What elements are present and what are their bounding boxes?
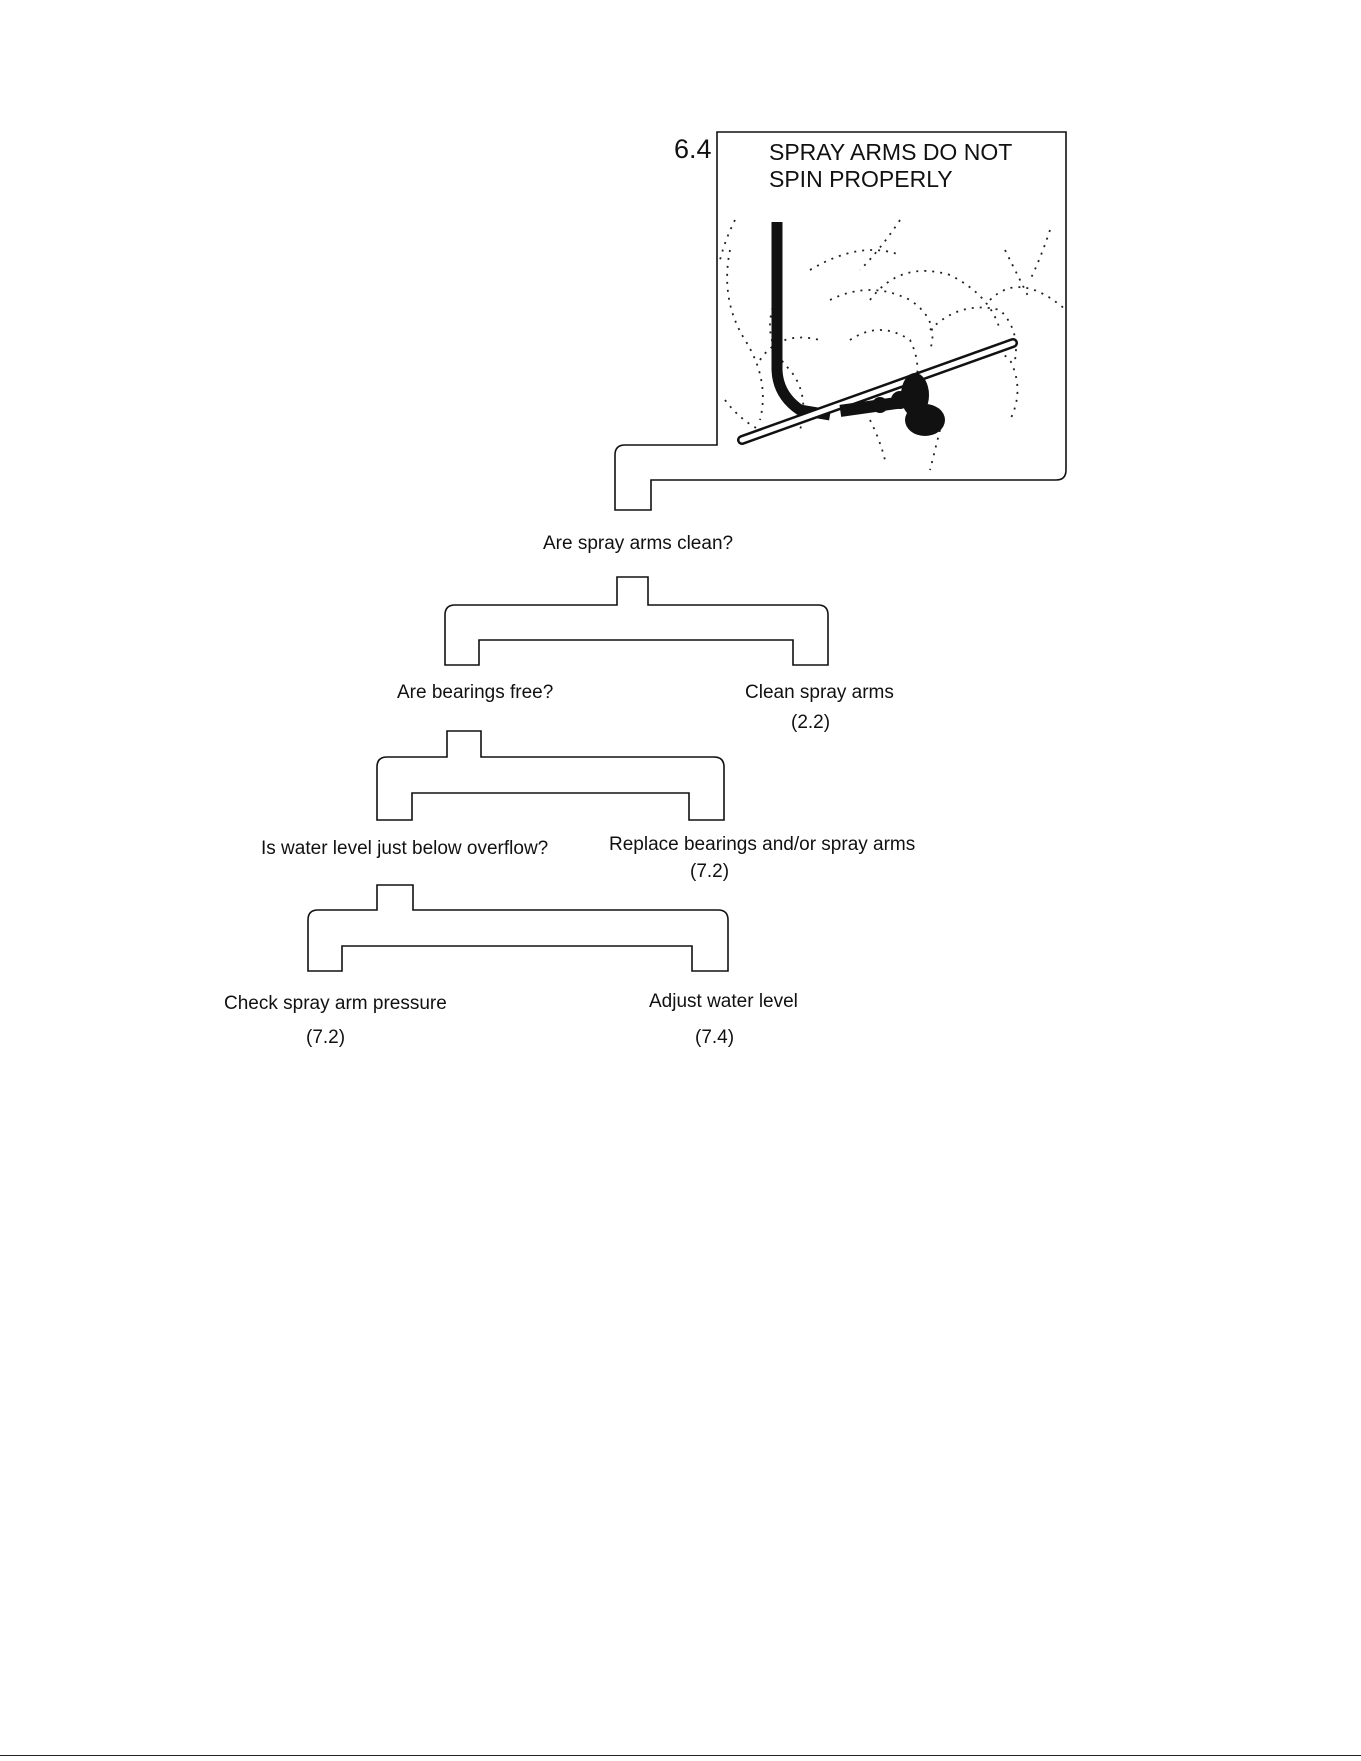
connector-2 (377, 731, 724, 820)
connector-1 (445, 577, 828, 665)
title-line-2: SPIN PROPERLY (769, 166, 953, 193)
action-replace-bearings-ref: (7.2) (690, 861, 729, 883)
action-clean-spray-arms-ref: (2.2) (791, 712, 830, 734)
action-adjust-water-level-ref: (7.4) (695, 1027, 734, 1049)
action-check-spray-arm-pressure: Check spray arm pressure (224, 993, 447, 1015)
title-line-1: SPRAY ARMS DO NOT (769, 139, 1012, 166)
action-check-spray-arm-pressure-ref: (7.2) (306, 1027, 345, 1049)
question-water-level: Is water level just below overflow? (261, 838, 548, 860)
section-number: 6.4 (674, 134, 712, 165)
question-spray-arms-clean: Are spray arms clean? (543, 533, 733, 555)
connector-3 (308, 885, 728, 971)
action-clean-spray-arms: Clean spray arms (745, 682, 894, 704)
action-adjust-water-level: Adjust water level (649, 991, 798, 1013)
action-replace-bearings: Replace bearings and/or spray arms (609, 834, 915, 856)
page-bottom-rule (0, 1755, 1361, 1756)
question-bearings-free: Are bearings free? (397, 682, 553, 704)
spray-arm-illustration (720, 220, 1066, 470)
